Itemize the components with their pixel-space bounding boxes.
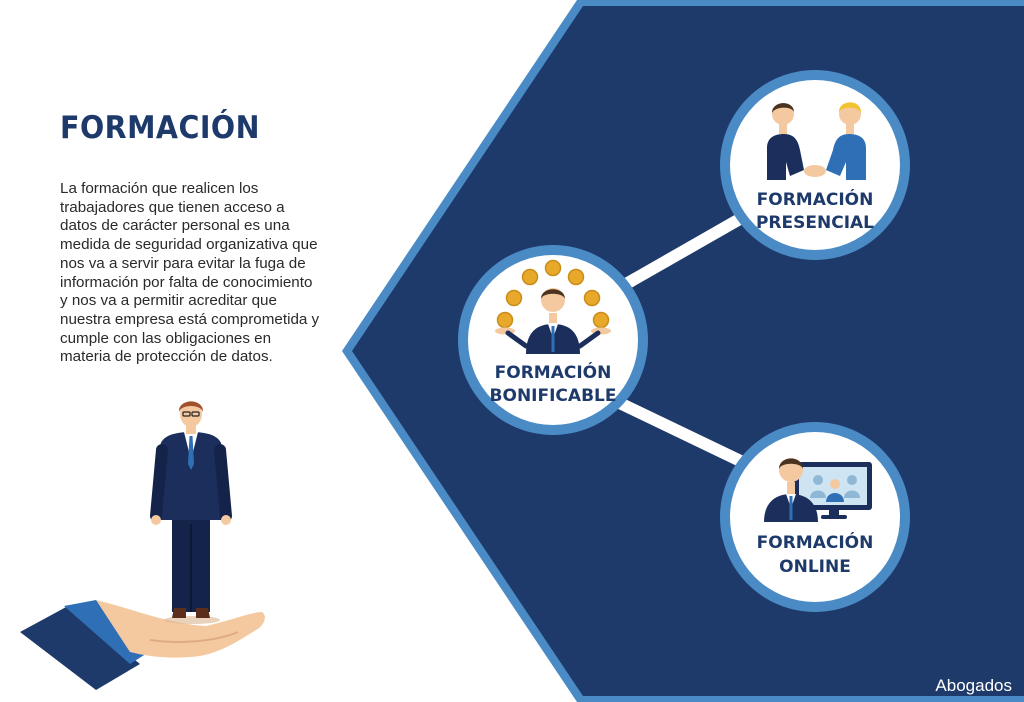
- hand-illustration: [20, 600, 265, 690]
- node-label-line2: PRESENCIAL: [756, 213, 874, 233]
- node-formacion-bonificable: FORMACIÓN BONIFICABLE: [458, 245, 648, 435]
- handshake-icon: [767, 102, 866, 180]
- node-label-line1: FORMACIÓN: [495, 361, 612, 383]
- page-title: FORMACIÓN: [60, 110, 260, 146]
- node-formacion-online: FORMACIÓN ONLINE: [720, 422, 910, 612]
- video-conference-icon: [764, 458, 872, 522]
- description-text: La formación que realicen los trabajador…: [60, 180, 320, 366]
- node-formacion-presencial: FORMACIÓN PRESENCIAL: [720, 70, 910, 260]
- node-label-line2: ONLINE: [779, 557, 851, 577]
- money-businessman-icon: [495, 259, 611, 354]
- businessman-figure: [150, 401, 232, 624]
- hexagon-panel-inner: [352, 6, 1024, 696]
- watermark: Abogados: [935, 676, 1012, 695]
- node-label-line1: FORMACIÓN: [757, 188, 874, 210]
- node-label-line2: BONIFICABLE: [490, 386, 617, 406]
- node-label-line1: FORMACIÓN: [757, 531, 874, 553]
